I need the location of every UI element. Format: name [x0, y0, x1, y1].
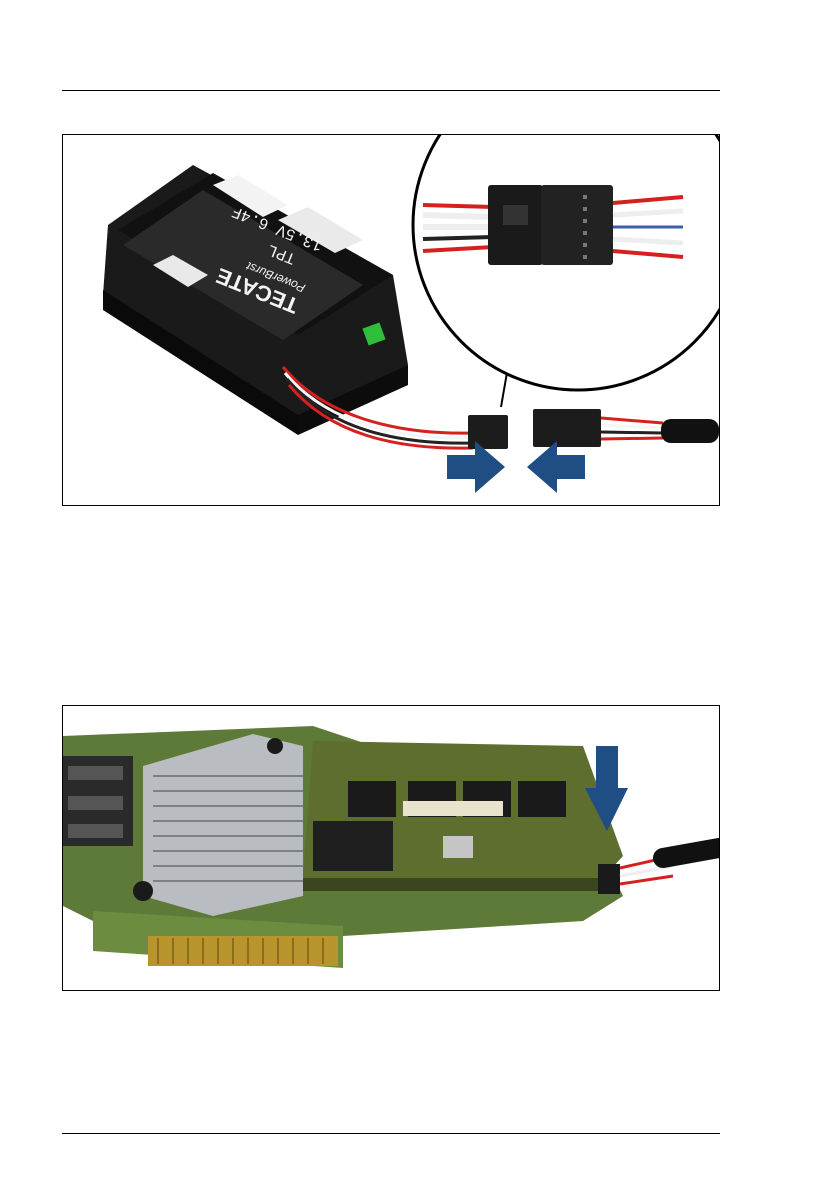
connector-right	[533, 409, 601, 447]
battery-connector-illustration: TECATE PowerBurst TPL 13.5V 6.4F	[63, 135, 719, 505]
arrow-left-icon	[527, 441, 585, 493]
footer-rule	[62, 1133, 720, 1134]
cache-module	[303, 741, 623, 891]
connector-closeup-magnifier	[413, 135, 719, 390]
cache-battery-connector	[598, 864, 620, 894]
connector-left	[468, 415, 508, 449]
controller-cable	[601, 418, 663, 439]
figure-battery-connector: TECATE PowerBurst TPL 13.5V 6.4F	[62, 134, 720, 506]
controller-card-illustration	[63, 706, 719, 990]
header-rule	[62, 90, 720, 91]
sas-connectors	[63, 756, 133, 846]
battery-module: TECATE PowerBurst TPL 13.5V 6.4F	[103, 165, 408, 435]
figure-controller-card	[62, 705, 720, 991]
black-sheathed-cable	[661, 419, 719, 443]
battery-cable	[620, 848, 719, 884]
